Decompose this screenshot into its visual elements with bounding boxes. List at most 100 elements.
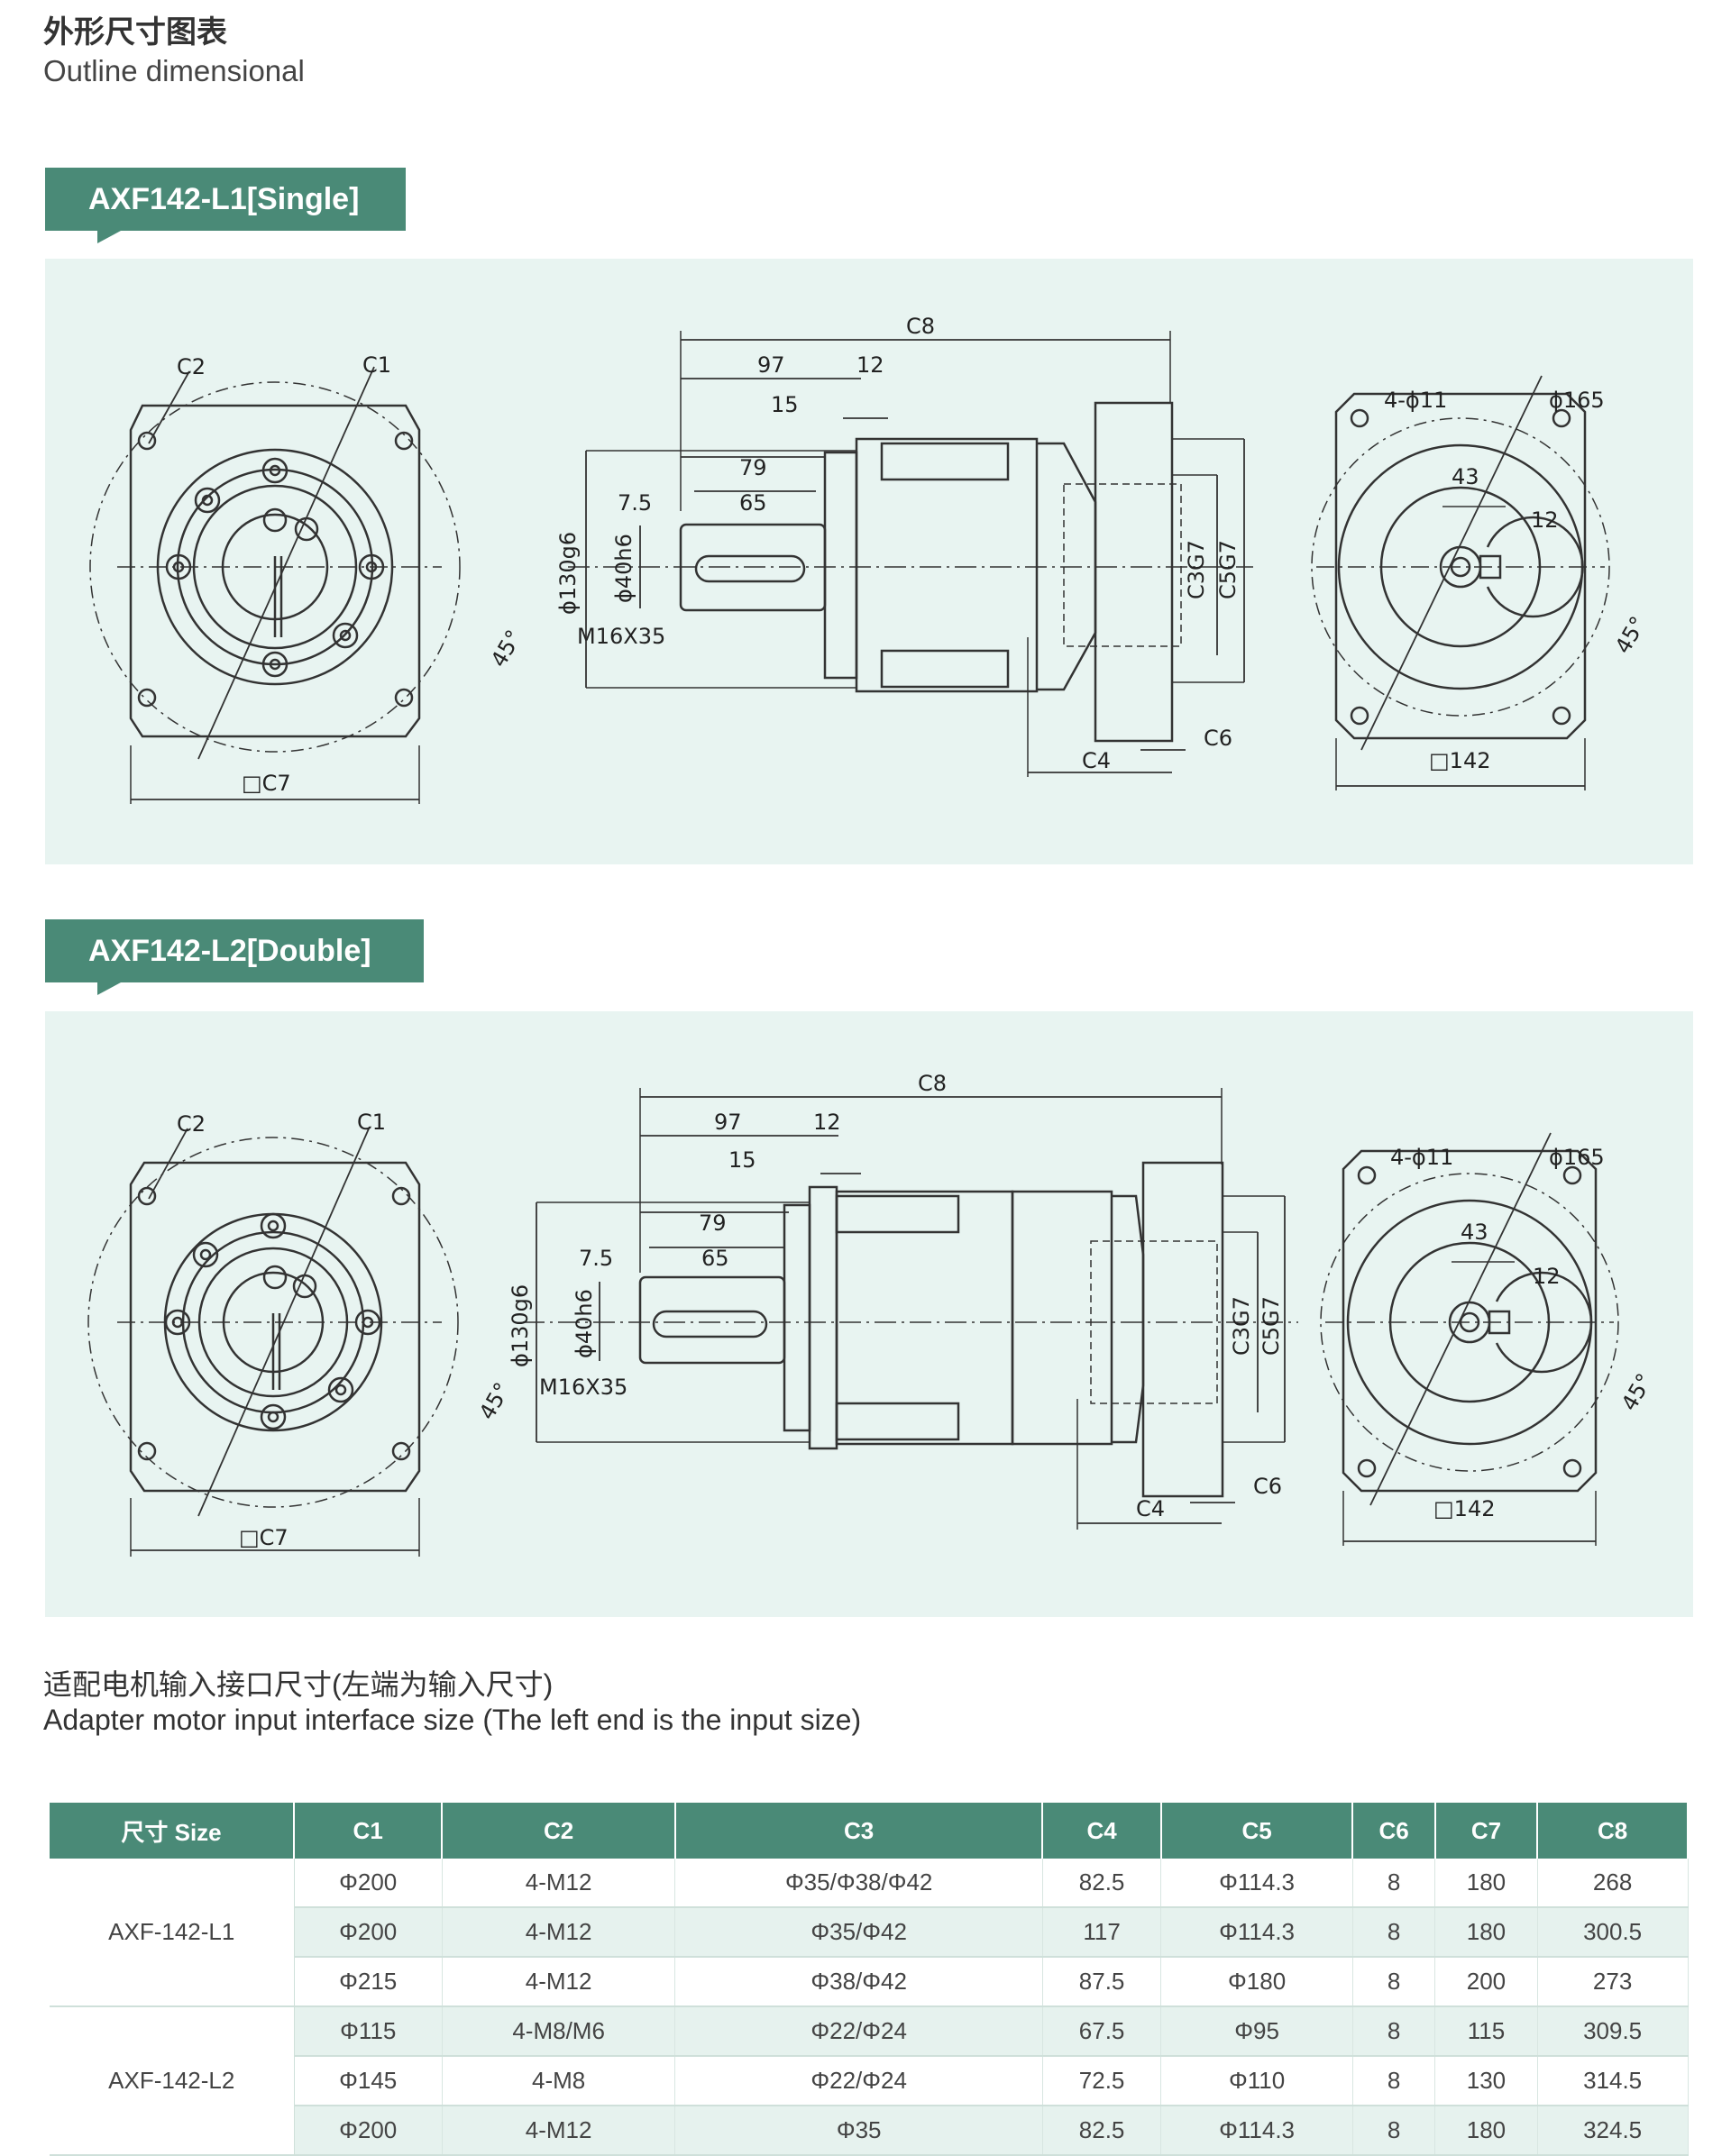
cell-c4: 82.5 (1042, 1859, 1162, 1908)
dim-65-label: 65 (739, 490, 767, 516)
cell-c8: 314.5 (1537, 2056, 1689, 2106)
cell-c2: 4-M12 (442, 1907, 676, 1958)
drawing-panel-single: C2 C1 □C7 45° C8 97 12 15 79 65 7.5 ϕ130… (45, 259, 1693, 864)
cell-c8: 268 (1537, 1859, 1689, 1908)
dim-43-label: 43 (1461, 1220, 1488, 1245)
adapter-note-en: Adapter motor input interface size (The … (43, 1704, 862, 1736)
cell-c4: 117 (1042, 1907, 1162, 1958)
section-tag-double: AXF142-L2[Double] (45, 919, 424, 995)
angle-label: 45° (486, 626, 527, 671)
cell-c5: Φ95 (1160, 2006, 1353, 2057)
dim-m16-label: M16X35 (539, 1375, 627, 1400)
dim-c6-label: C6 (1204, 726, 1232, 751)
table-row: AXF-142-L1 Φ200 4-M12 Φ35/Φ38/Φ42 82.5 Φ… (50, 1859, 1689, 2007)
cell-c6: 8 (1352, 2106, 1436, 2156)
dim-c8-label: C8 (918, 1071, 947, 1096)
cell-c6: 8 (1352, 1907, 1436, 1958)
dim-65-label: 65 (701, 1246, 729, 1271)
cell-c3: Φ38/Φ42 (674, 1957, 1043, 2007)
angle-label-flange: 45° (1610, 612, 1652, 658)
dim-c4-label: C4 (1136, 1496, 1165, 1521)
dim-phi165-label: ϕ165 (1549, 388, 1605, 413)
dim-142-label: □142 (1429, 748, 1490, 773)
cell-c3: Φ35/Φ42 (674, 1907, 1043, 1958)
cell-c1: Φ200 (294, 1859, 443, 1908)
cell-c2: 4-M12 (442, 1957, 676, 2007)
header-c1: C1 (294, 1803, 444, 1859)
section-tag-single: AXF142-L1[Single] (45, 168, 406, 243)
dim-c8-label: C8 (906, 314, 935, 339)
table-row: Φ200 4-M12 Φ35/Φ42 117 Φ114.3 8 180 300.… (50, 1907, 1689, 1958)
dim-15-label: 15 (771, 392, 799, 417)
dim-7-5-label: 7.5 (618, 490, 652, 516)
dim-c7-label: □C7 (239, 1525, 288, 1550)
dim-12-label: 12 (813, 1110, 841, 1135)
header-c5: C5 (1160, 1803, 1354, 1859)
dim-c5-label: C5G7 (1259, 1296, 1284, 1356)
cell-c2: 4-M12 (442, 1859, 676, 1908)
dim-12-radius-label: 12 (1531, 507, 1559, 533)
page-title-cn: 外形尺寸图表 (43, 15, 227, 50)
header-size: 尺寸 Size (50, 1803, 295, 1859)
angle-label-flange: 45° (1617, 1369, 1658, 1415)
holes-label: 4-ϕ11 (1384, 388, 1447, 413)
dim-m16-label: M16X35 (577, 624, 665, 649)
cell-c3: Φ35/Φ38/Φ42 (674, 1859, 1043, 1908)
cell-c1: Φ215 (294, 1957, 443, 2007)
dim-c2-label: C2 (177, 1111, 206, 1137)
cell-c7: 115 (1434, 2006, 1538, 2057)
header-c2: C2 (442, 1803, 676, 1859)
adapter-size-table: 尺寸 Size C1 C2 C3 C4 C5 C6 C7 C8 AXF-142-… (50, 1803, 1689, 2156)
cell-c2: 4-M8 (442, 2056, 676, 2106)
dim-79-label: 79 (739, 455, 767, 480)
outline-drawing-single: C2 C1 □C7 45° C8 97 12 15 79 65 7.5 ϕ130… (89, 314, 1652, 804)
cell-c5: Φ114.3 (1160, 1907, 1353, 1958)
table-header-row: 尺寸 Size C1 C2 C3 C4 C5 C6 C7 C8 (50, 1803, 1689, 1859)
dim-c4-label: C4 (1082, 748, 1111, 773)
cell-c5: Φ114.3 (1160, 2106, 1353, 2156)
dim-12-radius-label: 12 (1533, 1264, 1561, 1289)
dim-c7-label: □C7 (242, 771, 291, 796)
cell-c8: 273 (1537, 1957, 1689, 2007)
dim-c2-label: C2 (177, 354, 206, 379)
drawing-panel-double: C2 C1 □C7 45° C8 97 12 15 79 65 7.5 ϕ130… (45, 1011, 1693, 1617)
cell-c8: 300.5 (1537, 1907, 1689, 1958)
cell-c4: 82.5 (1042, 2106, 1162, 2156)
cell-c3: Φ35 (674, 2106, 1043, 2156)
dim-12-label: 12 (856, 352, 884, 378)
cell-c5: Φ110 (1160, 2056, 1353, 2106)
dim-phi165-label: ϕ165 (1549, 1145, 1605, 1170)
dim-c1-label: C1 (362, 352, 391, 378)
dim-142-label: □142 (1433, 1496, 1495, 1521)
cell-c5: Φ180 (1160, 1957, 1353, 2007)
cell-c2: 4-M8/M6 (442, 2006, 676, 2057)
cell-c3: Φ22/Φ24 (674, 2006, 1043, 2057)
table-row: Φ145 4-M8 Φ22/Φ24 72.5 Φ110 8 130 314.5 (50, 2056, 1689, 2106)
dim-phi130-label: ϕ130g6 (555, 532, 581, 615)
cell-c5: Φ114.3 (1160, 1859, 1353, 1908)
cell-c7: 200 (1434, 1957, 1538, 2007)
dim-c3-label: C3G7 (1184, 540, 1209, 599)
table-row: Φ215 4-M12 Φ38/Φ42 87.5 Φ180 8 200 273 (50, 1957, 1689, 2007)
cell-c2: 4-M12 (442, 2106, 676, 2156)
cell-c4: 72.5 (1042, 2056, 1162, 2106)
dim-79-label: 79 (699, 1210, 727, 1236)
cell-c7: 130 (1434, 2056, 1538, 2106)
header-c8: C8 (1537, 1803, 1689, 1859)
dim-phi40-label: ϕ40h6 (611, 534, 637, 603)
dim-97-label: 97 (714, 1110, 742, 1135)
cell-c4: 67.5 (1042, 2006, 1162, 2057)
header-c3: C3 (674, 1803, 1044, 1859)
model-cell: AXF-142-L2 (50, 2006, 295, 2156)
cell-c4: 87.5 (1042, 1957, 1162, 2007)
table-row: Φ200 4-M12 Φ35 82.5 Φ114.3 8 180 324.5 (50, 2106, 1689, 2156)
cell-c1: Φ200 (294, 1907, 443, 1958)
cell-c6: 8 (1352, 1957, 1436, 2007)
dim-c1-label: C1 (357, 1110, 386, 1135)
cell-c8: 324.5 (1537, 2106, 1689, 2156)
header-c6: C6 (1352, 1803, 1436, 1859)
cell-c7: 180 (1434, 1859, 1538, 1908)
header-c7: C7 (1434, 1803, 1539, 1859)
cell-c6: 8 (1352, 1859, 1436, 1908)
cell-c7: 180 (1434, 1907, 1538, 1958)
